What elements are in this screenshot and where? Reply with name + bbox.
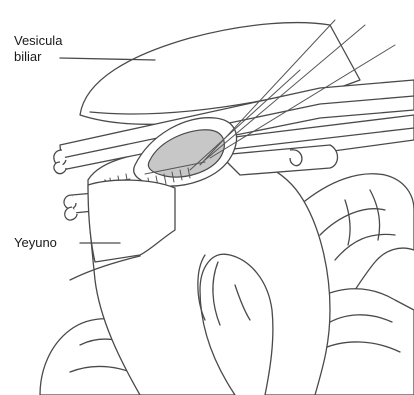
label-gallbladder-line2: biliar [14, 49, 42, 64]
label-gallbladder-line1: Vesicula [14, 33, 63, 48]
label-jejunum: Yeyuno [14, 235, 57, 250]
